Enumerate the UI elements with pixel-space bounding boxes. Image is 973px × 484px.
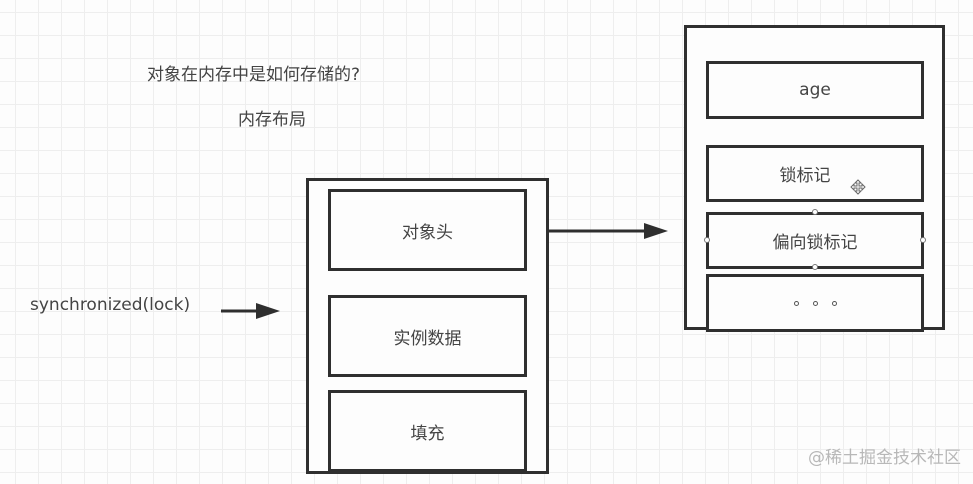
biased-lock-flag-label: 偏向锁标记 xyxy=(772,233,858,253)
resize-handle-bottom[interactable] xyxy=(812,264,818,270)
diagram-subtitle: 内存布局 xyxy=(238,110,306,130)
ellipsis-icon xyxy=(793,300,837,306)
synchronized-label: synchronized(lock) xyxy=(30,295,191,315)
watermark: @稀土掘金技术社区 xyxy=(808,448,961,468)
resize-handle-right[interactable] xyxy=(920,237,926,243)
age-cell[interactable]: age xyxy=(706,61,924,119)
biased-lock-flag-cell[interactable]: 偏向锁标记 xyxy=(706,212,924,269)
padding-label: 填充 xyxy=(410,423,445,444)
lock-flag-label: 锁标记 xyxy=(779,166,831,186)
diagram-title: 对象在内存中是如何存储的? xyxy=(147,65,361,85)
resize-handle-top[interactable] xyxy=(812,209,818,215)
resize-handle-left[interactable] xyxy=(704,237,710,243)
more-fields-cell[interactable] xyxy=(706,274,924,332)
instance-data-cell[interactable]: 实例数据 xyxy=(328,295,527,377)
sync-arrow[interactable] xyxy=(221,303,280,319)
move-cursor-icon xyxy=(850,179,866,195)
object-header-cell[interactable]: 对象头 xyxy=(328,189,527,271)
object-header-label: 对象头 xyxy=(402,222,453,243)
instance-data-label: 实例数据 xyxy=(393,328,462,349)
padding-cell[interactable]: 填充 xyxy=(328,390,527,472)
lock-flag-cell[interactable]: 锁标记 xyxy=(706,145,924,202)
age-label: age xyxy=(799,80,831,100)
